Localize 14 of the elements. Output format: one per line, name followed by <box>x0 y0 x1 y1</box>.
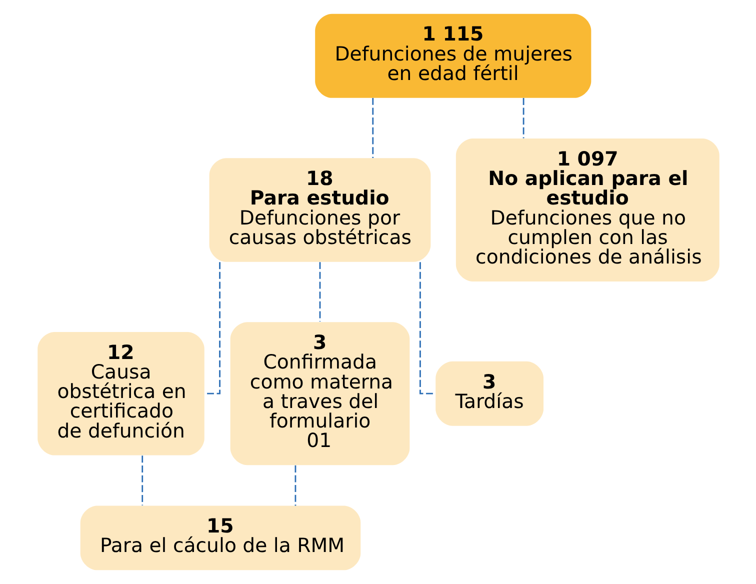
node-box: 18 Para estudio Defunciones por causas obstétricas <box>208 158 430 262</box>
connector <box>204 262 220 394</box>
node-box: 1 097 No aplican para el estudio Defunciones que no cumplen con las condiciones de análisis <box>455 138 719 282</box>
connector <box>318 262 320 322</box>
connector <box>522 98 524 138</box>
node-box: 3 Tardías <box>435 361 544 426</box>
connector <box>294 465 296 506</box>
connector <box>419 262 436 394</box>
connector <box>141 456 143 506</box>
node-box: 3 Confirmada como materna a traves del formulario 01 <box>230 322 410 466</box>
node-box: 1 115 Defunciones de mujeres en edad fértil <box>314 14 591 98</box>
node-box: 15 Para el cáculo de la RMM <box>80 506 360 570</box>
node-box: 12 Causa obstétrica en certificado de defunción <box>37 332 204 456</box>
connector <box>372 98 374 158</box>
